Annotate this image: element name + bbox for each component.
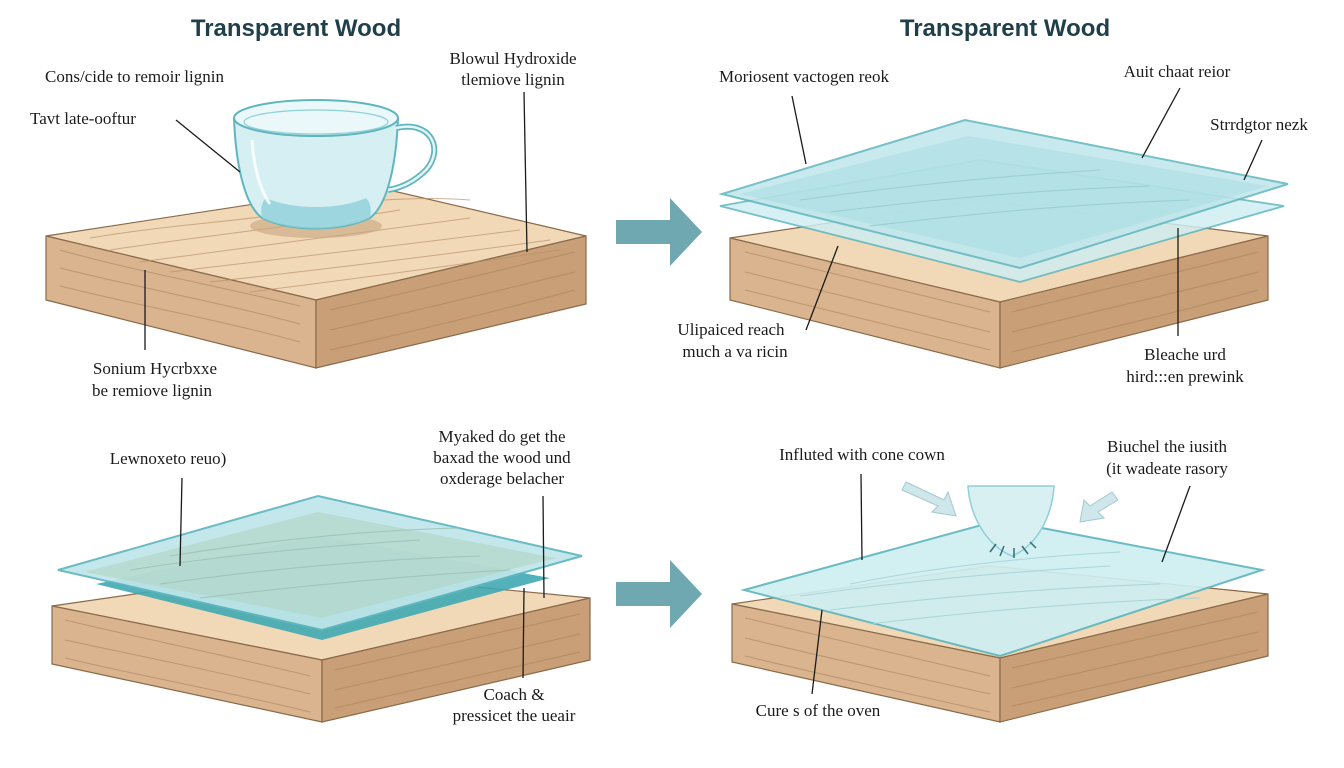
infused-glass-sheet (740, 518, 1266, 658)
label-taut: Tavt late-ooftur (30, 109, 136, 128)
label-coach-2: pressicet the ueair (453, 706, 576, 725)
panel-4: Influted with cone cown Biuchel the iusi… (731, 437, 1269, 723)
glass-cup-icon (232, 99, 438, 230)
panel-2: Moriosent vactogen reok Auit chaat reior… (677, 62, 1308, 386)
label-ulipaiced-2: much a va ricin (682, 342, 788, 361)
label-cure: Cure s of the oven (756, 701, 881, 720)
leader-cure (811, 609, 823, 695)
label-bleache-2: hird:::en prewink (1126, 367, 1244, 386)
leader-hydroxide (523, 91, 528, 253)
leader-myaked (542, 495, 545, 599)
label-biuchel-1: Biuchel the iusith (1107, 437, 1227, 456)
title-right: Transparent Wood (900, 15, 1110, 42)
panel-1: Cons/cide to remoir lignin Tavt late-oof… (30, 49, 587, 400)
label-sodium-2: be remiove lignin (92, 381, 212, 400)
leader-biuchel (1161, 485, 1191, 563)
arrow-right-icon (616, 198, 702, 266)
label-moriosent: Moriosent vactogen reok (719, 67, 889, 86)
leader-moriosent (791, 95, 807, 165)
title-left: Transparent Wood (191, 15, 401, 42)
label-influted: Influted with cone cown (779, 445, 945, 464)
arrow-right-icon (616, 560, 702, 628)
label-coach-1: Coach & (484, 685, 545, 704)
label-strrid: Strrdgtor nezk (1210, 115, 1308, 134)
label-hydroxide-2: tlemiove lignin (461, 70, 565, 89)
label-myaked-1: Myaked do get the (439, 427, 566, 446)
label-biuchel-2: (it wadeate rasory (1106, 459, 1228, 478)
panel-3: Lewnoxeto reuo) Myaked do get the baxad … (51, 427, 591, 725)
leader-lewnoxeto (179, 477, 183, 567)
label-auit: Auit chaat reior (1124, 62, 1231, 81)
label-sodium-1: Sonium Hycrbxxe (93, 359, 217, 378)
inflow-arrow-left-icon (901, 481, 957, 517)
leader-taut (175, 119, 241, 173)
label-ulipaiced-1: Ulipaiced reach (677, 320, 785, 339)
glass-sheet-inner (740, 136, 1268, 258)
label-remove: Cons/cide to remoir lignin (45, 67, 224, 86)
infusion-drop-icon (967, 485, 1055, 558)
label-hydroxide-1: Blowul Hydroxide (449, 49, 576, 68)
leader-strrid (1243, 139, 1263, 181)
label-myaked-3: oxderage belacher (440, 469, 564, 488)
glass-slab-inner (84, 512, 556, 618)
leader-auit (1141, 87, 1181, 159)
leader-ulipaiced (805, 245, 839, 331)
leader-coach (522, 587, 525, 679)
label-bleache-1: Bleache urd (1144, 345, 1226, 364)
label-lewnoxeto: Lewnoxeto reuo) (110, 449, 227, 468)
inflow-arrow-right-icon (1079, 491, 1119, 523)
leader-influted (860, 473, 863, 561)
wood-block-1 (45, 185, 587, 369)
label-myaked-2: baxad the wood und (433, 448, 571, 467)
